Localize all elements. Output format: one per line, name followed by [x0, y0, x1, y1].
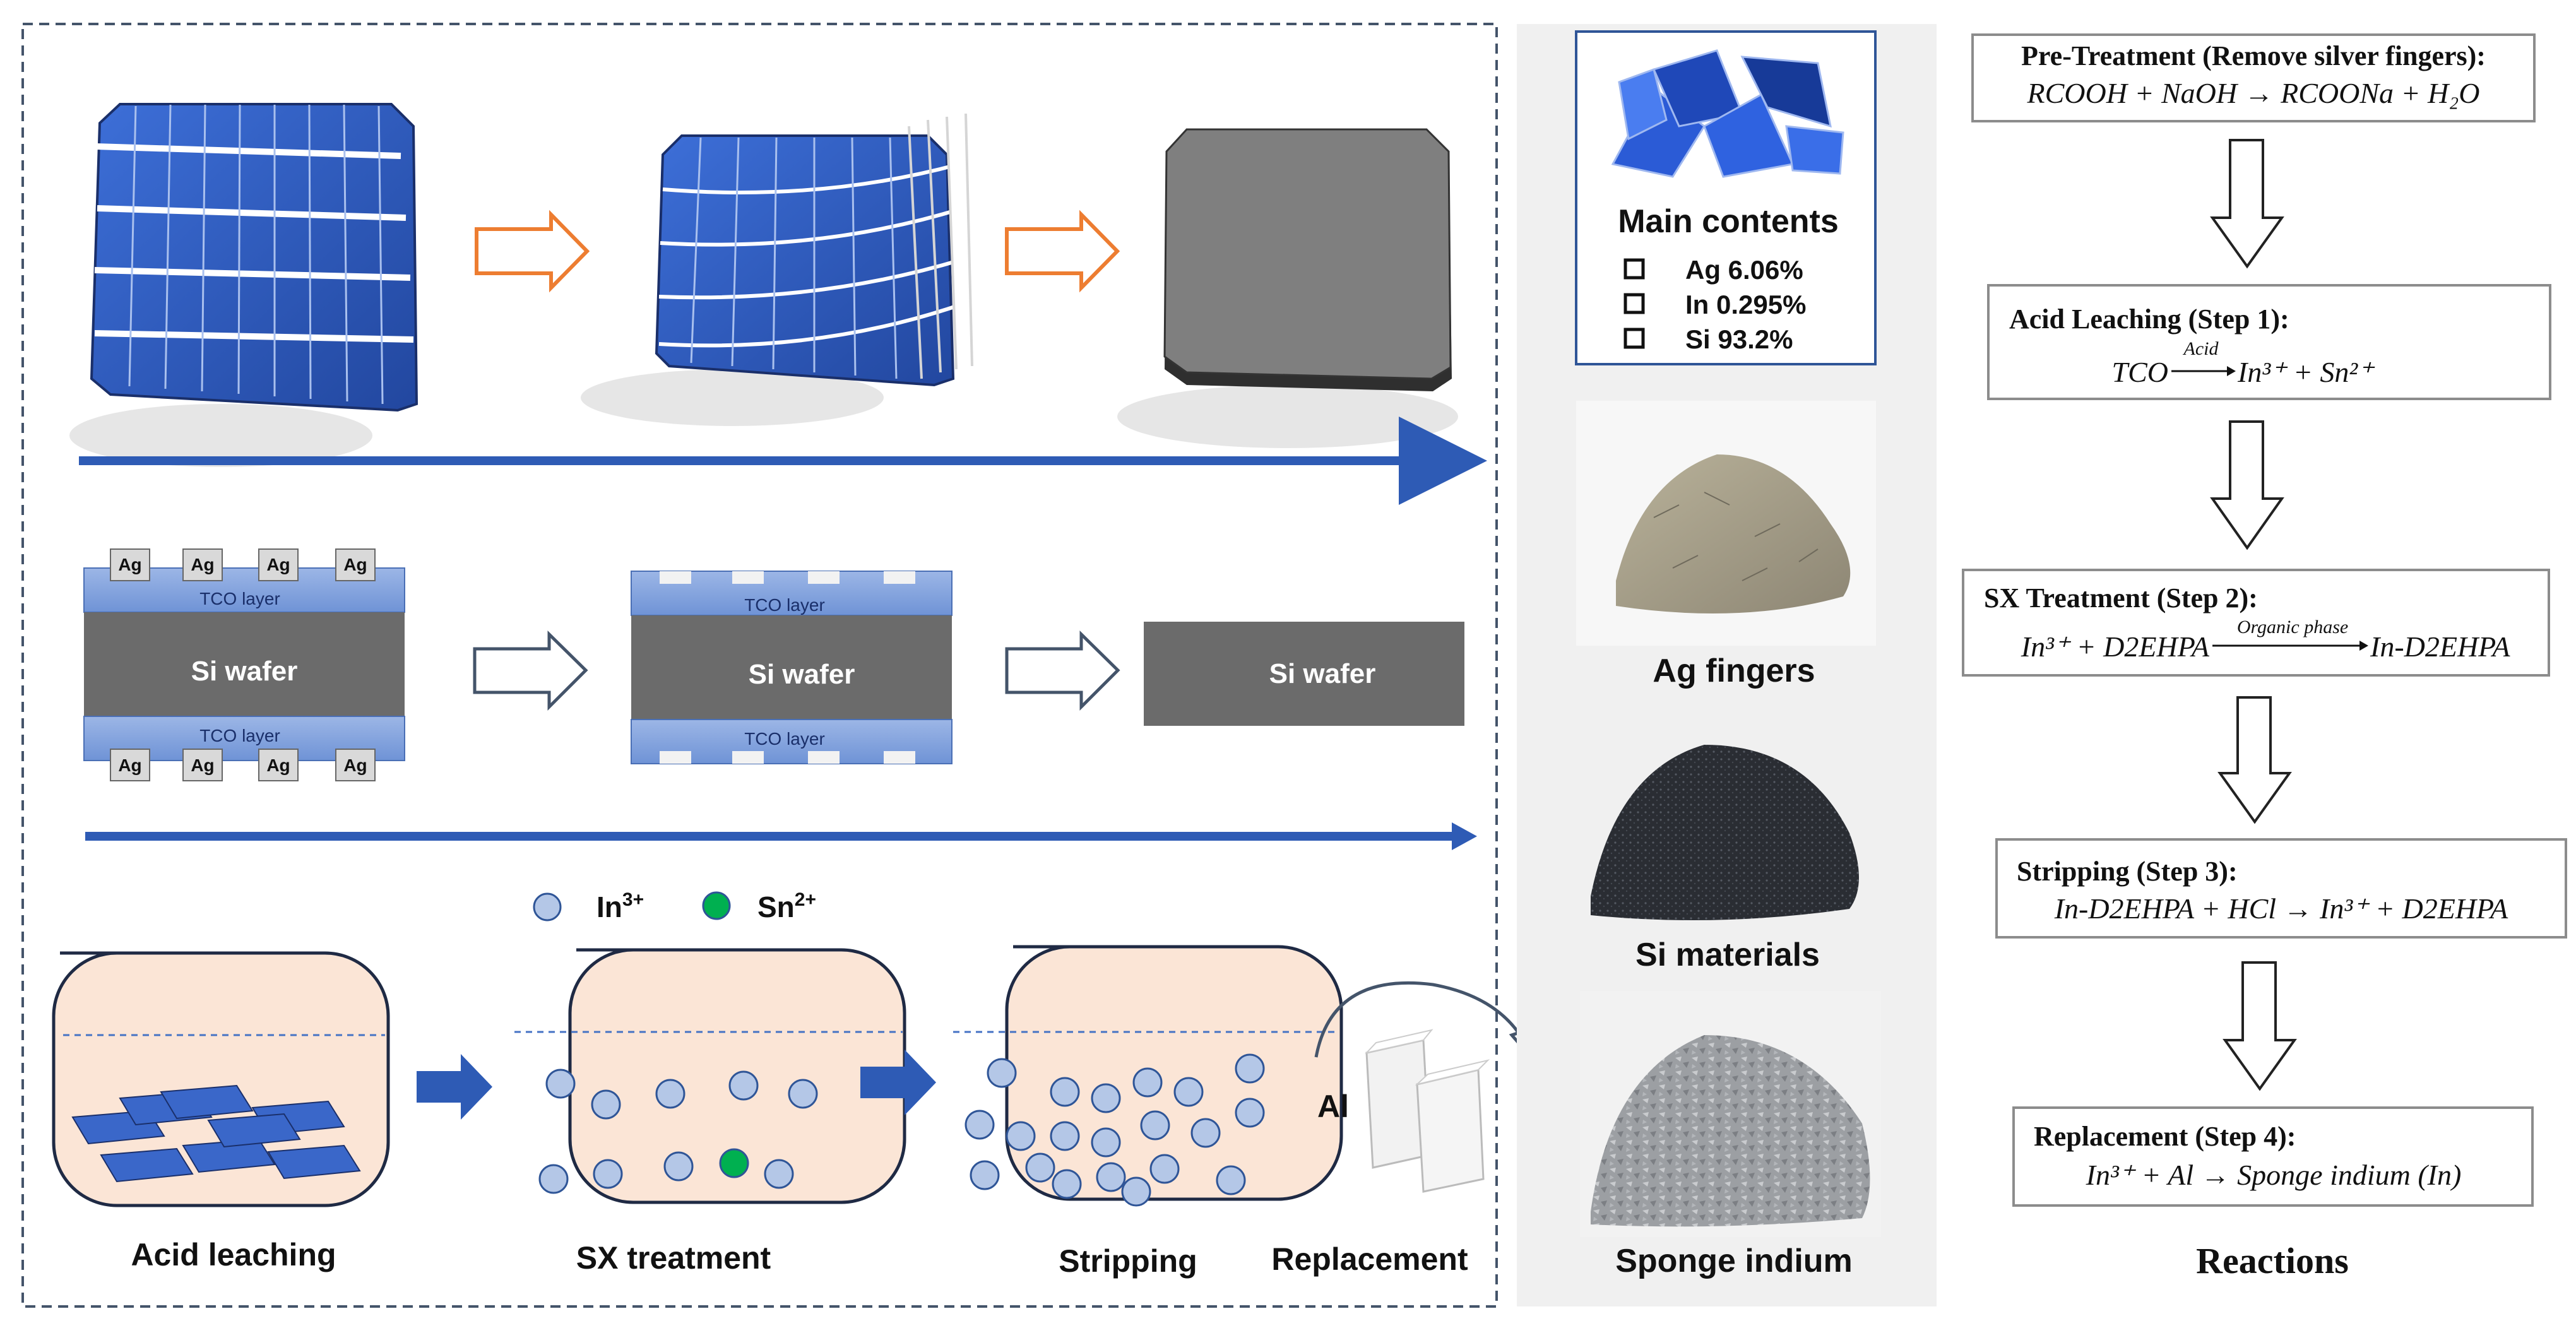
down-arrow-2	[2210, 420, 2284, 550]
ag-finger-label: Ag	[118, 555, 141, 574]
stripping-tank	[953, 945, 1343, 1207]
checkbox-icon	[1623, 293, 1645, 314]
down-arrow-1	[2210, 139, 2284, 269]
tco-layer-label: TCO layer	[744, 595, 825, 615]
reaction-lhs: In³⁺ + D2EHPA	[2021, 631, 2210, 663]
grey-arrow-2	[1005, 631, 1120, 711]
reaction-box-pretreatment	[1971, 33, 2536, 122]
photo-label-ag-fingers: Ag fingers	[1653, 653, 1815, 689]
in-ion-legend-marker	[533, 892, 562, 921]
reaction-equation: RCOOH + NaOH → RCOONa + H₂O	[2027, 77, 2480, 109]
broken-cell-photo	[1608, 44, 1848, 178]
reaction-heading: Replacement (Step 4):	[2034, 1121, 2296, 1152]
solar-cell-intact	[69, 103, 418, 467]
solar-cell-fingers-peeling	[581, 113, 973, 426]
ag-finger-label: Ag	[191, 755, 214, 775]
sponge-indium-photo	[1580, 991, 1881, 1237]
curved-arrow	[1314, 981, 1529, 1058]
orange-arrow-1	[475, 210, 590, 293]
ag-finger-label: Ag	[266, 555, 290, 574]
main-contents-title: Main contents	[1618, 203, 1839, 240]
reactions-title: Reactions	[2196, 1240, 2349, 1281]
sn-ion-legend-label: Sn2+	[757, 889, 816, 923]
reaction-heading: Pre-Treatment (Remove silver fingers):	[2021, 40, 2486, 71]
step-label-acid-leaching: Acid leaching	[131, 1237, 336, 1272]
aluminum-blocks	[1365, 1029, 1490, 1193]
reaction-condition: Acid	[2183, 338, 2219, 359]
reaction-box-replacement	[2012, 1106, 2534, 1207]
sx-treatment-tank	[514, 948, 906, 1204]
checkbox-icon	[1623, 258, 1645, 280]
down-arrow-4	[2223, 961, 2297, 1091]
si-materials-photo	[1575, 702, 1876, 931]
tco-layer-label: TCO layer	[199, 726, 280, 745]
content-item-in: In 0.295%	[1685, 290, 1806, 319]
reaction-box-acid-leaching	[1987, 284, 2551, 400]
reaction-heading: SX Treatment (Step 2):	[1984, 583, 2258, 613]
reaction-equation: In³⁺ + Al → Sponge indium (In)	[2086, 1159, 2462, 1191]
orange-arrow-2	[1005, 210, 1120, 293]
photo-label-sponge-indium: Sponge indium	[1615, 1243, 1853, 1279]
reaction-rhs: In-D2EHPA	[2370, 631, 2510, 663]
ag-finger-label: Ag	[266, 755, 290, 775]
reaction-rhs: In³⁺ + Sn²⁺	[2237, 356, 2375, 388]
si-wafer-label: Si wafer	[191, 656, 298, 687]
reaction-box-sx-treatment	[1962, 569, 2550, 677]
ag-finger-label: Ag	[343, 555, 367, 574]
cross-section-full: Ag Ag Ag Ag Ag Ag Ag Ag TCO layer TCO la…	[83, 548, 405, 781]
step-label-stripping: Stripping	[1059, 1243, 1197, 1279]
reaction-lhs: TCO	[2112, 356, 2168, 388]
tco-layer-label: TCO layer	[199, 589, 280, 608]
contents-list: Ag 6.06% In 0.295% Si 93.2%	[1623, 255, 1806, 354]
tco-layer-label: TCO layer	[744, 729, 825, 749]
down-arrow-3	[2217, 696, 2292, 824]
ag-finger-label: Ag	[118, 755, 141, 775]
ag-finger-label: Ag	[191, 555, 214, 574]
bare-si-wafer-3d	[1117, 128, 1458, 448]
reaction-heading: Acid Leaching (Step 1):	[2009, 304, 2289, 335]
sn-ion-legend-marker	[702, 891, 731, 920]
si-wafer-label: Si wafer	[749, 659, 855, 690]
al-label: Al	[1317, 1089, 1349, 1124]
ag-fingers-photo	[1576, 401, 1876, 646]
ag-finger-label: Ag	[343, 755, 367, 775]
reaction-condition: Organic phase	[2237, 617, 2348, 637]
cross-section-no-ag: TCO layer TCO layer Si wafer	[631, 571, 953, 764]
blue-arrow-1	[417, 1054, 492, 1120]
si-wafer-label: Si wafer	[1269, 658, 1376, 689]
reaction-heading: Stripping (Step 3):	[2017, 856, 2238, 887]
acid-leaching-tank	[52, 951, 390, 1207]
grey-arrow-1	[473, 631, 588, 711]
checkbox-icon	[1623, 328, 1645, 349]
in-ion-legend-label: In3+	[597, 889, 644, 923]
content-item-si: Si 93.2%	[1685, 324, 1793, 354]
content-item-ag: Ag 6.06%	[1685, 255, 1803, 285]
step-label-replacement: Replacement	[1271, 1241, 1468, 1277]
step-label-sx-treatment: SX treatment	[576, 1240, 771, 1276]
reaction-box-stripping	[1995, 838, 2567, 939]
bare-si-wafer-section	[1144, 622, 1464, 726]
blue-arrow-2	[860, 1050, 936, 1115]
reaction-equation: In-D2EHPA + HCl → In³⁺ + D2EHPA	[2054, 892, 2508, 925]
photo-label-si-materials: Si materials	[1635, 937, 1820, 973]
